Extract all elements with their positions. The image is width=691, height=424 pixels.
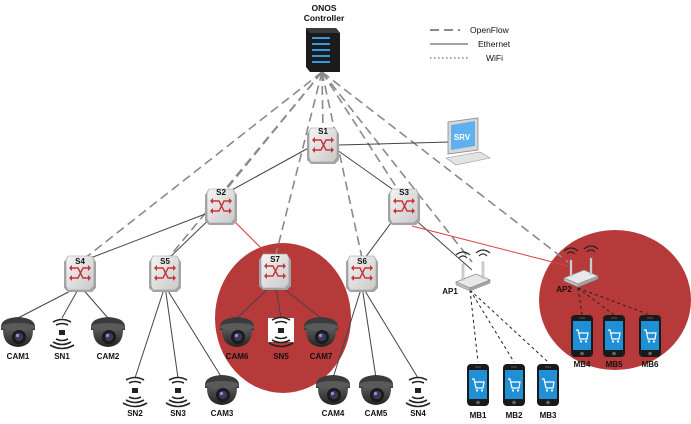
switch-s1: S1 [306,127,340,165]
camera-cam7: CAM7 [304,317,338,361]
mb6-label: MB6 [642,360,659,369]
switch-s7: S7 [258,253,292,291]
ap2-label: AP2 [556,285,572,294]
sensor-sn1: SN1 [49,318,75,361]
sensor-sn4: SN4 [405,376,431,418]
camera-cam2: CAM2 [91,317,125,361]
mobile-mb2: MB2 [502,363,526,420]
server-srv: SRV [445,117,491,166]
camera-cam4: CAM4 [316,375,350,418]
access-point-ap2: AP2 [556,245,599,294]
controller-label-line1: ONOS [311,3,336,13]
legend-openflow-label: OpenFlow [470,25,510,35]
camera-cam1: CAM1 [1,317,35,361]
switch-s5-label: S5 [160,257,170,266]
controller-label-line2: Controller [304,13,345,23]
switch-s4: S4 [63,255,97,293]
mb4-label: MB4 [574,360,591,369]
wifi-links [469,287,651,363]
sn5-label: SN5 [273,352,289,361]
switch-s6: S6 [345,255,379,293]
switch-s1-label: S1 [318,127,328,136]
mobile-mb6: MB6 [638,314,662,369]
sensor-sn5: SN5 [268,316,294,361]
sn2-label: SN2 [127,409,143,418]
mb3-label: MB3 [540,411,557,420]
cam7-label: CAM7 [310,352,333,361]
camera-cam5: CAM5 [359,375,393,418]
cam6-label: CAM6 [226,352,249,361]
mobile-mb5: MB5 [602,314,626,369]
sn3-label: SN3 [170,409,186,418]
sn1-label: SN1 [54,352,70,361]
camera-cam3: CAM3 [205,375,239,418]
cam1-label: CAM1 [7,352,30,361]
openflow-links [79,71,569,263]
mb2-label: MB2 [506,411,523,420]
mb5-label: MB5 [606,360,623,369]
cam3-label: CAM3 [211,409,234,418]
mb1-label: MB1 [470,411,487,420]
ap1-label: AP1 [442,287,458,296]
switch-s4-label: S4 [75,257,85,266]
mobile-mb3: MB3 [536,363,560,420]
sensor-sn2: SN2 [122,376,148,418]
access-point-ap1: AP1 [442,249,491,296]
legend: OpenFlow Ethernet WiFi [430,25,511,63]
switch-s5: S5 [148,255,182,293]
switch-s6-label: S6 [357,257,367,266]
legend-wifi-label: WiFi [486,53,503,63]
switch-s2-label: S2 [216,188,226,197]
legend-ethernet-label: Ethernet [478,39,511,49]
mobile-mb4: MB4 [570,314,594,369]
onos-controller: ONOS Controller [304,3,345,72]
cam4-label: CAM4 [322,409,345,418]
switch-s3: S3 [387,188,421,226]
cam5-label: CAM5 [365,409,388,418]
server-label: SRV [454,133,471,142]
sn4-label: SN4 [410,409,426,418]
switch-s3-label: S3 [399,188,409,197]
mobile-mb1: MB1 [466,363,490,420]
switch-s2: S2 [204,188,238,226]
cam2-label: CAM2 [97,352,120,361]
camera-cam6: CAM6 [220,317,254,361]
sensor-sn3: SN3 [165,376,191,418]
switch-s7-label: S7 [270,255,280,264]
